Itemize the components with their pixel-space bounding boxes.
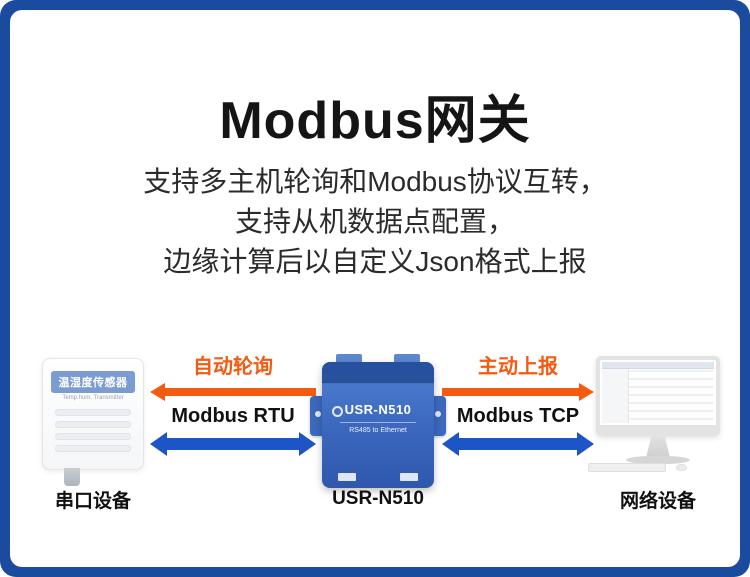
right-blue-double-arrow bbox=[442, 432, 594, 456]
gateway-body: USR-N510 RS485 to Ethernet bbox=[322, 362, 434, 488]
gateway-terminal-blocks bbox=[336, 354, 420, 362]
terminal-block bbox=[394, 354, 420, 362]
monitor-stand bbox=[646, 436, 670, 458]
sensor-body: 温湿度传感器 Temp.hum. Transmitter bbox=[42, 358, 144, 470]
gateway-mount-ear-right bbox=[430, 396, 446, 436]
sensor-vents bbox=[55, 409, 131, 452]
gateway-ports bbox=[338, 473, 418, 481]
arrow-head-left bbox=[442, 432, 459, 456]
gateway-divider bbox=[340, 422, 416, 423]
sensor-vent-slat bbox=[55, 433, 131, 440]
caption-serial-device: 串口设备 bbox=[54, 491, 131, 512]
mouse bbox=[676, 464, 687, 471]
arrow-head-left bbox=[150, 383, 165, 401]
arrow-shaft bbox=[459, 438, 577, 450]
terminal-block bbox=[336, 354, 362, 362]
content-area: Modbus网关 支持多主机轮询和Modbus协议互转， 支持从机数据点配置， … bbox=[10, 10, 740, 567]
subtitle-line-2: 支持从机数据点配置， bbox=[234, 206, 515, 237]
subtitle: 支持多主机轮询和Modbus协议互转， 支持从机数据点配置， 边缘计算后以自定义… bbox=[10, 162, 740, 282]
monitor-base bbox=[626, 456, 690, 464]
arrow-shaft bbox=[167, 438, 299, 450]
arrow-head-right bbox=[579, 383, 594, 401]
gateway-device: USR-N510 RS485 to Ethernet bbox=[310, 354, 446, 488]
sensor-vent-slat bbox=[55, 409, 131, 416]
left-link-label-protocol: Modbus RTU bbox=[171, 405, 295, 427]
gateway-model-text: USR-N510 bbox=[344, 402, 412, 417]
monitor-screen-ui bbox=[602, 362, 714, 423]
gateway-port bbox=[400, 473, 418, 481]
left-orange-arrow bbox=[150, 383, 316, 401]
monitor-device bbox=[588, 356, 720, 480]
caption-gateway: USR-N510 bbox=[332, 488, 424, 509]
gateway-port bbox=[338, 473, 356, 481]
right-link-label-protocol: Modbus TCP bbox=[456, 405, 580, 427]
caption-network-device: 网络设备 bbox=[619, 491, 696, 512]
left-link-label-polling: 自动轮询 bbox=[193, 356, 273, 378]
gateway-sub-text: RS485 to Ethernet bbox=[349, 427, 407, 434]
sensor-probe bbox=[64, 468, 80, 486]
sensor-vent-slat bbox=[55, 421, 131, 428]
monitor-screen bbox=[596, 356, 720, 436]
left-blue-double-arrow bbox=[150, 432, 316, 456]
sensor-vent-slat bbox=[55, 445, 131, 452]
right-link-label-report: 主动上报 bbox=[478, 356, 558, 378]
left-link: 自动轮询 Modbus RTU bbox=[150, 354, 316, 456]
gateway-top-panel bbox=[322, 362, 434, 384]
page-title: Modbus网关 bbox=[219, 92, 531, 150]
arrow-head-right bbox=[577, 432, 594, 456]
subtitle-line-3: 边缘计算后以自定义Json格式上报 bbox=[163, 246, 587, 277]
sensor-band-label: 温湿度传感器 bbox=[51, 371, 135, 393]
arrow-head-left bbox=[150, 432, 167, 456]
right-orange-arrow bbox=[442, 383, 594, 401]
sensor-band-sublabel: Temp.hum. Transmitter bbox=[62, 395, 124, 401]
keyboard bbox=[588, 463, 666, 472]
arrow-shaft bbox=[165, 388, 316, 396]
sensor-device: 温湿度传感器 Temp.hum. Transmitter bbox=[42, 358, 144, 486]
arrow-shaft bbox=[442, 388, 579, 396]
right-link: 主动上报 Modbus TCP bbox=[442, 354, 594, 456]
arrow-head-right bbox=[299, 432, 316, 456]
subtitle-line-1: 支持多主机轮询和Modbus协议互转， bbox=[143, 166, 607, 197]
gateway-logo-icon bbox=[332, 406, 343, 417]
